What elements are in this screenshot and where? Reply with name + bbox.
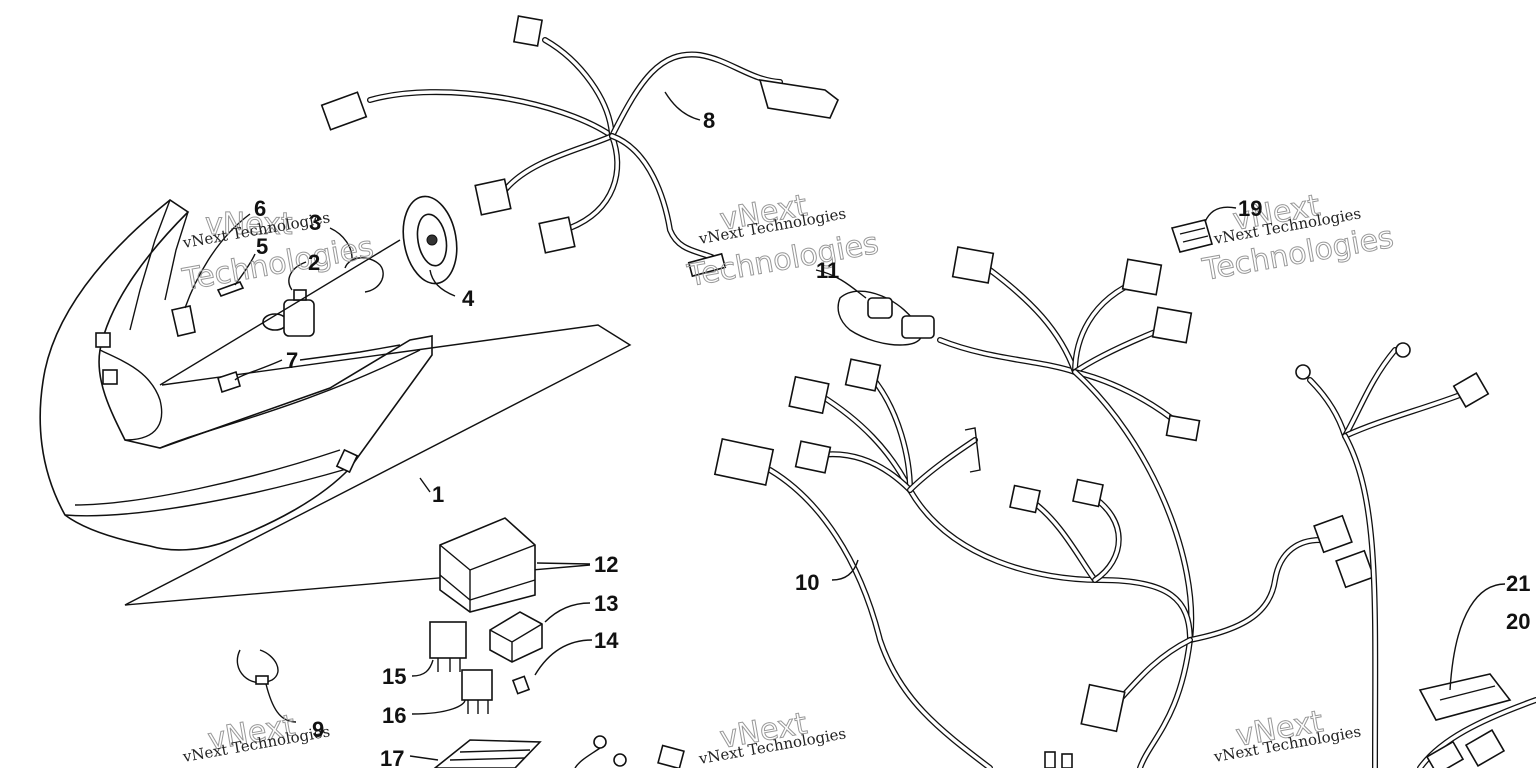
callout-1: 1 (432, 482, 444, 507)
headlight-housing (39, 199, 433, 551)
nut-icon (217, 370, 241, 394)
harness-8 (320, 15, 839, 278)
callout-16: 16 (382, 703, 406, 728)
connector-19-icon (1170, 219, 1214, 253)
foam-pad-icon (489, 611, 543, 663)
label-sheet-icon (433, 739, 542, 768)
callout-17: 17 (380, 746, 404, 768)
fuse-icon (511, 675, 531, 695)
watermark-word: vNext (205, 207, 293, 242)
callouts: 1 2 3 4 5 6 7 8 9 10 11 12 13 14 15 16 1… (254, 108, 1530, 768)
screw-icon (216, 281, 245, 297)
battery-harness (1295, 342, 1490, 768)
instruction-sheet-icon (1418, 673, 1512, 721)
callout-4: 4 (462, 286, 475, 311)
callout-3: 3 (309, 210, 321, 235)
callout-9: 9 (312, 717, 324, 742)
callout-14: 14 (594, 628, 619, 653)
callout-19: 19 (1238, 196, 1262, 221)
cable-tie-icon (236, 649, 279, 685)
relay-16-icon (461, 669, 493, 714)
bottom-connectors (1417, 697, 1536, 768)
clip-icon (171, 305, 196, 337)
callout-5: 5 (256, 234, 268, 259)
leader-lines (184, 91, 1506, 761)
callout-11: 11 (816, 258, 839, 283)
callout-2: 2 (308, 250, 320, 275)
lamp-socket-11 (837, 290, 935, 346)
callout-21: 21 (1506, 571, 1530, 596)
callout-10: 10 (795, 570, 819, 595)
relay-15-icon (429, 621, 467, 672)
watermarks: vNext vNext Technologies Technologies vN… (179, 188, 1397, 768)
bulb-icon (159, 239, 401, 386)
callout-20: 20 (1506, 609, 1530, 634)
callout-13: 13 (594, 591, 618, 616)
main-harness-10 (713, 246, 1375, 768)
assembly-outline (124, 324, 632, 606)
callout-12: 12 (594, 552, 618, 577)
callout-8: 8 (703, 108, 715, 133)
callout-15: 15 (382, 664, 406, 689)
callout-6: 6 (254, 196, 266, 221)
dust-cover-icon (402, 195, 458, 285)
ring-terminal-icons (574, 735, 1073, 768)
fuse-box-icon (439, 517, 536, 613)
retaining-clip-icon (344, 257, 384, 293)
callout-7: 7 (286, 348, 298, 373)
